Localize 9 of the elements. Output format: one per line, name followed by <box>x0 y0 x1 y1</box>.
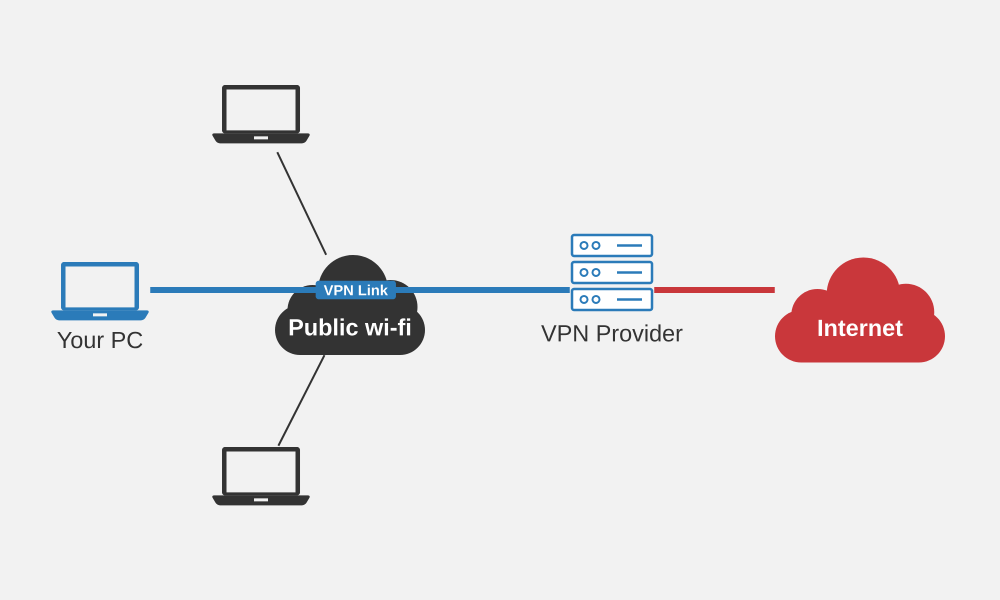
laptop-icon <box>212 447 310 506</box>
node-label: Internet <box>818 320 903 336</box>
node-label: Your PC <box>57 332 142 348</box>
connection-line <box>276 152 328 256</box>
connection-line <box>278 354 326 446</box>
node-label: VPN Provider <box>541 324 683 342</box>
edge-label: VPN Link <box>316 280 396 300</box>
connection-line <box>654 287 775 293</box>
laptop-icon <box>212 85 310 144</box>
